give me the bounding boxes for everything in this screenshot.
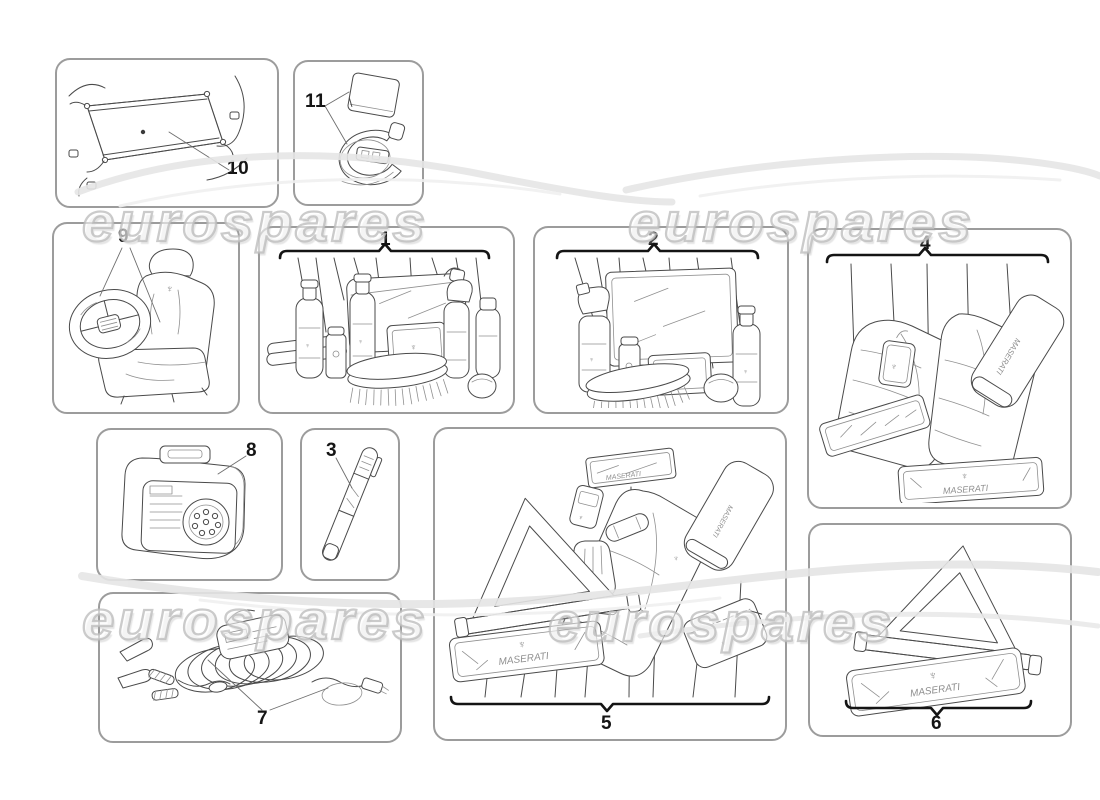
hang-tag: ♆: [878, 330, 916, 388]
trident-icon: ♆: [305, 343, 310, 350]
flashlight: [605, 513, 649, 542]
cover-kit-drawing: ♆ ♆ MASERATI ♆ MASERATI: [819, 246, 1065, 503]
callout-bracket: [555, 242, 760, 260]
triangle-drawing: ♆ MASERATI: [844, 545, 1043, 717]
triangle-sleeve: ♆ MASERATI: [448, 620, 605, 683]
small-jar: [325, 326, 347, 379]
trident-icon: ♆: [890, 361, 898, 372]
maserati-wordmark: MASERATI: [606, 471, 642, 482]
diagram-panel-pen: 3: [300, 428, 400, 581]
diagram-panel-safety-kit: MASERATI ♆ MASERATI ♆: [433, 427, 787, 741]
diagram-panel-cargo-net: 10: [55, 58, 279, 208]
trident-icon: ♆: [410, 342, 417, 352]
trident-icon: ♆: [743, 369, 748, 376]
callout-1[interactable]: 1: [380, 229, 392, 250]
callout-6[interactable]: 6: [931, 713, 943, 734]
callout-3[interactable]: 3: [326, 440, 338, 461]
spray-bottle: ♆: [575, 282, 611, 393]
trident-icon: ♆: [673, 554, 679, 563]
trident-icon: ♆: [927, 668, 938, 683]
callout-9[interactable]: 9: [118, 226, 130, 247]
sponge: [703, 373, 739, 403]
seat-cover: ♆: [98, 248, 215, 405]
remote-fob: ♆: [569, 484, 604, 529]
callout-5[interactable]: 5: [601, 713, 613, 734]
sponge: [467, 373, 497, 399]
case-drawing: [121, 445, 247, 560]
diagram-panel-case: 8: [96, 428, 283, 581]
diagram-panel-cables: 7: [98, 592, 402, 743]
maserati-wordmark: MASERATI: [943, 483, 989, 496]
diagram-panel-tyre-kit: 11: [293, 60, 424, 206]
cables-drawing: [117, 609, 389, 711]
callout-2[interactable]: 2: [648, 229, 660, 250]
care-kit-2-drawing: ♆ ♆ ♆: [555, 242, 761, 408]
care-kit-1-drawing: ♆ ♆ ♆: [266, 242, 501, 406]
diagram-panel-triangle: ♆ MASERATI 6: [808, 523, 1072, 737]
callout-8[interactable]: 8: [246, 440, 258, 461]
zip-pouch: ♆: [683, 598, 768, 669]
diagram-panel-care-kit-2: ♆ ♆ ♆: [533, 226, 789, 414]
callout-leader: [217, 455, 247, 475]
clamps: [117, 637, 231, 701]
bottle: ♆: [295, 279, 324, 379]
callout-leader: [324, 91, 350, 145]
power-plug-cord: [311, 677, 389, 706]
bottle: ♆: [732, 305, 761, 407]
trident-icon: ♆: [720, 640, 727, 648]
callout-leader: [335, 457, 353, 489]
seat-cover-drawing: ♆: [68, 247, 215, 405]
trident-icon: ♆: [517, 639, 527, 652]
trident-icon: ♆: [577, 514, 584, 522]
callout-7[interactable]: 7: [257, 708, 269, 729]
callout-bracket: [449, 695, 771, 713]
pen-drawing: [322, 447, 383, 561]
pen-tool: [322, 447, 383, 561]
trident-icon: ♆: [166, 284, 174, 295]
diagram-panel-cover-kit: ♆ ♆ MASERATI ♆ MASERATI 4: [807, 228, 1072, 509]
cover-sleeve: [819, 394, 931, 457]
brush: [346, 352, 449, 406]
rolled-cover-bag: MASERATI: [970, 294, 1065, 408]
callout-leader: [99, 247, 161, 323]
trident-icon: ♆: [589, 357, 594, 364]
triangle-sleeve: ♆ MASERATI: [846, 647, 1026, 717]
callout-leaders: [850, 263, 1012, 383]
trident-icon: ♆: [358, 339, 363, 346]
trident-icon: ♆: [961, 471, 969, 482]
diagram-panel-seat-cover: ♆ 9: [52, 222, 240, 414]
cargo-net: [68, 90, 240, 190]
brush: [585, 363, 691, 408]
strip-case: MASERATI: [585, 447, 677, 489]
steering-wheel-cover: [68, 289, 152, 359]
diagram-panel-care-kit-1: ♆ ♆ ♆: [258, 226, 515, 414]
callout-11[interactable]: 11: [305, 91, 327, 112]
carry-case: [121, 445, 246, 560]
callout-10[interactable]: 10: [227, 158, 250, 179]
cover-strip-case: ♆ MASERATI: [897, 456, 1045, 503]
warning-triangle: [853, 545, 1043, 676]
flat-box: [347, 72, 400, 118]
bottle: ♆: [349, 273, 376, 379]
callout-leader: [207, 659, 329, 711]
callout-bracket: [278, 242, 491, 260]
callout-bracket: [825, 246, 1050, 264]
spray-bottle: [443, 279, 473, 379]
tyre-kit-drawing: [324, 72, 406, 186]
cargo-net-drawing: [68, 75, 248, 197]
bottle: [475, 297, 501, 379]
callout-bracket: [844, 699, 1033, 717]
callout-4[interactable]: 4: [920, 233, 932, 254]
reel: [338, 122, 406, 186]
charger-unit: [216, 609, 290, 660]
safety-kit-drawing: MASERATI ♆ MASERATI ♆: [448, 447, 774, 713]
